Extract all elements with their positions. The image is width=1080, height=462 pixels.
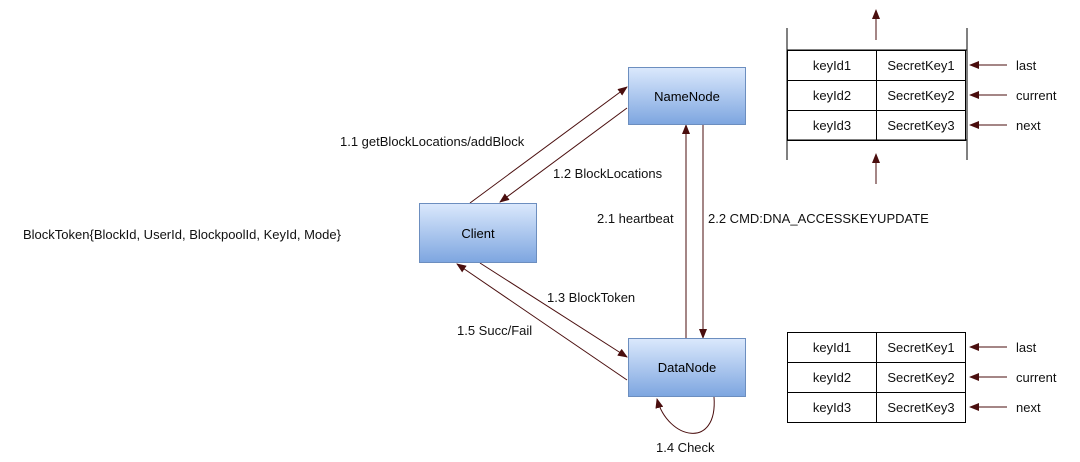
label-succ-fail: 1.5 Succ/Fail [457,323,533,338]
edge-datanode-to-client [456,263,628,381]
label-get-block-locations: 1.1 getBlockLocations/addBlock [340,134,525,149]
key-id-cell: keyId3 [787,110,877,141]
secret-key-cell: SecretKey2 [876,80,966,111]
role-label-next-top: next [1016,118,1041,133]
key-row: keyId3 SecretKey3 [787,110,966,141]
key-id-cell: keyId1 [787,50,877,81]
key-row: keyId2 SecretKey2 [787,80,966,111]
role-label-next-bottom: next [1016,400,1041,415]
edge-namenode-to-client [499,107,628,203]
client-box: Client [419,203,537,263]
datanode-box: DataNode [628,338,746,397]
datanode-label: DataNode [657,360,717,375]
key-id-cell: keyId2 [787,80,877,111]
edge-datanode-self-check [655,396,715,434]
label-key-update-cmd: 2.2 CMD:DNA_ACCESSKEYUPDATE [708,211,929,226]
datanode-key-table: keyId1 SecretKey1 keyId2 SecretKey2 keyI… [787,332,966,423]
key-row: keyId1 SecretKey1 [787,50,966,81]
key-row: keyId3 SecretKey3 [787,392,966,423]
key-row: keyId2 SecretKey2 [787,362,966,393]
secret-key-cell: SecretKey3 [876,392,966,423]
secret-key-cell: SecretKey1 [876,332,966,363]
key-id-cell: keyId1 [787,332,877,363]
label-block-token-msg: 1.3 BlockToken [547,290,636,305]
role-label-last-top: last [1016,58,1037,73]
label-block-token-def: BlockToken{BlockId, UserId, BlockpoolId,… [23,227,341,242]
client-label: Client [461,225,495,241]
namenode-box: NameNode [628,67,746,125]
edge-client-to-namenode [469,86,628,204]
role-label-last-bottom: last [1016,340,1037,355]
role-label-current-top: current [1016,88,1057,103]
namenode-label: NameNode [654,88,720,104]
label-block-locations: 1.2 BlockLocations [553,166,663,181]
key-id-cell: keyId3 [787,392,877,423]
label-heartbeat: 2.1 heartbeat [597,211,674,226]
key-id-cell: keyId2 [787,362,877,393]
secret-key-cell: SecretKey3 [876,110,966,141]
role-label-current-bottom: current [1016,370,1057,385]
secret-key-cell: SecretKey2 [876,362,966,393]
key-row: keyId1 SecretKey1 [787,332,966,363]
secret-key-cell: SecretKey1 [876,50,966,81]
namenode-key-table: keyId1 SecretKey1 keyId2 SecretKey2 keyI… [787,50,966,141]
label-check: 1.4 Check [656,440,715,455]
edge-client-to-datanode [479,262,628,358]
